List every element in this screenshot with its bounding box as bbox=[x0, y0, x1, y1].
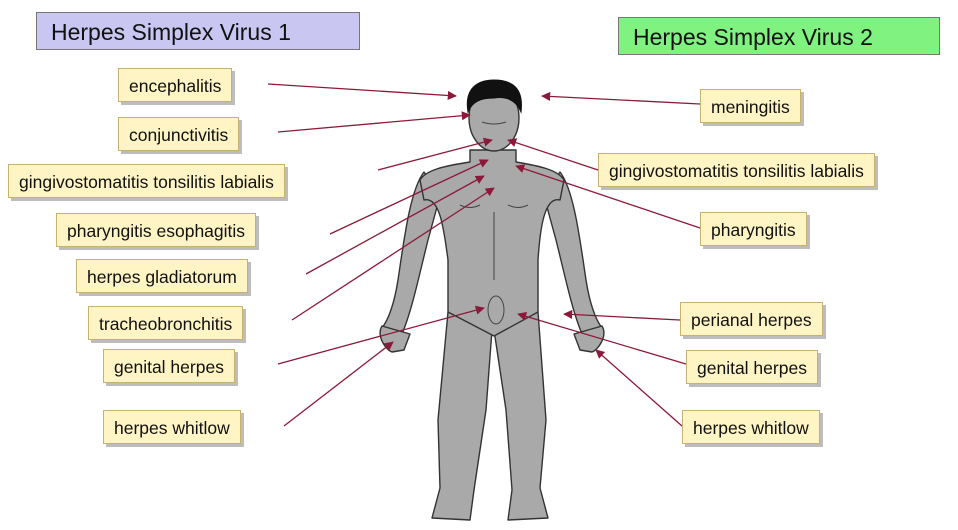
hsv1-header: Herpes Simplex Virus 1 bbox=[36, 12, 360, 50]
label-pharyngitis-hsv2: pharyngitis bbox=[700, 212, 807, 246]
label-conjunctivitis: conjunctivitis bbox=[118, 117, 239, 151]
label-herpes-gladiatorum: herpes gladiatorum bbox=[76, 259, 248, 293]
label-meningitis: meningitis bbox=[700, 89, 801, 123]
label-gingivostomatitis-hsv1: gingivostomatitis tonsilitis labialis bbox=[8, 164, 285, 198]
label-pharyngitis-esophagitis: pharyngitis esophagitis bbox=[56, 213, 256, 247]
label-tracheobronchitis: tracheobronchitis bbox=[88, 306, 243, 340]
hsv2-header: Herpes Simplex Virus 2 bbox=[618, 17, 940, 55]
label-genital-herpes-hsv2: genital herpes bbox=[686, 350, 818, 384]
label-encephalitis: encephalitis bbox=[118, 68, 232, 102]
label-gingivostomatitis-hsv2: gingivostomatitis tonsilitis labialis bbox=[598, 153, 875, 187]
label-perianal-herpes: perianal herpes bbox=[680, 302, 823, 336]
label-genital-herpes-hsv1: genital herpes bbox=[103, 349, 235, 383]
label-herpes-whitlow-hsv2: herpes whitlow bbox=[682, 410, 820, 444]
label-herpes-whitlow-hsv1: herpes whitlow bbox=[103, 410, 241, 444]
